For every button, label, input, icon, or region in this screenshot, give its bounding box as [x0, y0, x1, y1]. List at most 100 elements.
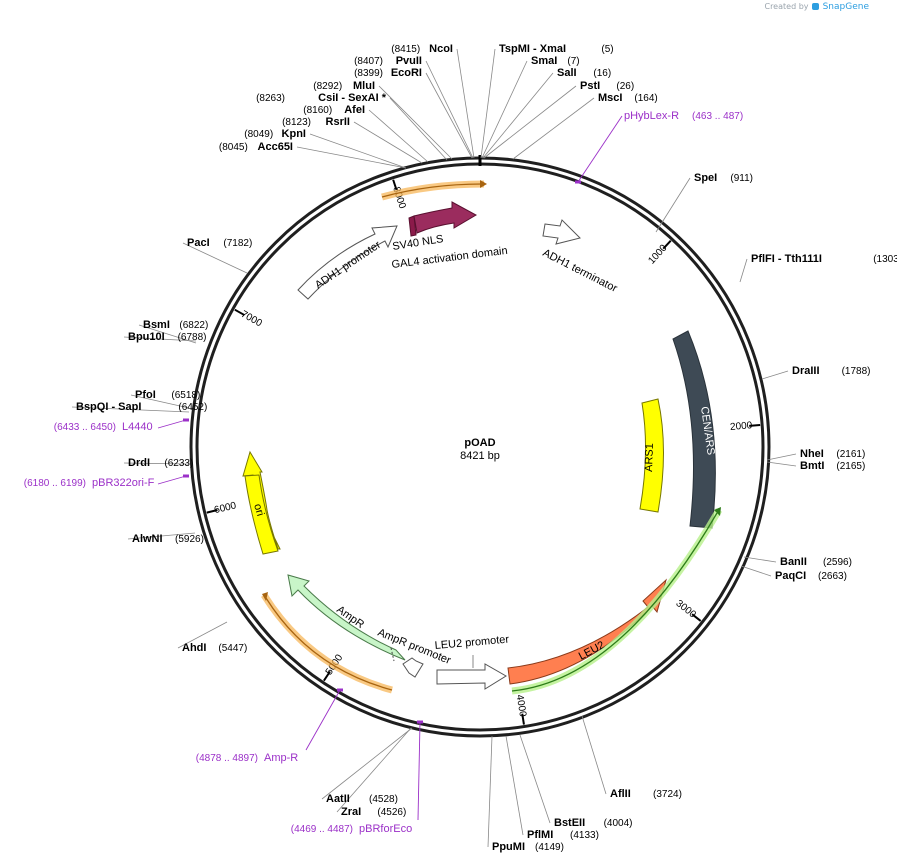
- leader-5: [368, 109, 429, 163]
- site-position: (6452): [178, 402, 207, 413]
- feature-highlight-top-line: [381, 183, 483, 198]
- primer-mark: [183, 418, 189, 422]
- feature-label-ori: ori: [251, 502, 266, 517]
- tick-label-3000: 3000: [674, 598, 699, 621]
- feature-highlight-top-arrow-icon: [480, 180, 487, 188]
- site-aatii: AatII(4528): [326, 793, 398, 805]
- site-position: (26): [616, 81, 634, 92]
- site-name: CsiI - SexAI *: [318, 92, 387, 104]
- tick-mark-1000: [662, 239, 672, 250]
- tick-mark-4000: [521, 713, 525, 725]
- leader-21: [581, 715, 607, 795]
- leader-3: [378, 85, 453, 160]
- site-name: AhdI: [182, 642, 206, 654]
- snapgene-credit: Created by SnapGene: [764, 2, 869, 12]
- site-position: (2663): [818, 571, 847, 582]
- primer-leader: [305, 689, 341, 751]
- primer-mark: [417, 720, 423, 724]
- primer-name: Amp-R: [264, 752, 298, 764]
- feature-cen-ars: [672, 330, 716, 529]
- site-name: SmaI: [531, 55, 557, 67]
- feature-adh1-promoter: [297, 225, 398, 300]
- site-acc65i: Acc65I(8045): [219, 141, 293, 153]
- primer-mark: [575, 180, 581, 184]
- site-tspmi: TspMI - XmaI(5): [499, 43, 614, 55]
- site-banii: BanII (2596): [780, 556, 852, 568]
- site-position: (8407): [354, 56, 383, 67]
- primer-range: (4469 .. 4487): [291, 824, 353, 835]
- site-sali: SalI(16): [557, 67, 611, 79]
- leader-10: [481, 60, 528, 159]
- site-position: (7182): [223, 238, 252, 249]
- primer-name: pBR322ori-F: [92, 477, 155, 489]
- site-position: (2161): [836, 449, 865, 460]
- site-position: (8292): [313, 81, 342, 92]
- site-name: SpeI: [694, 172, 717, 184]
- site-position: (8160): [303, 105, 332, 116]
- site-position: (8045): [219, 142, 248, 153]
- site-name: TspMI - XmaI: [499, 43, 566, 55]
- feature-sv40-nls: [408, 215, 417, 237]
- primer-amp-r: (4878 .. 4897) Amp-R: [196, 688, 343, 764]
- site-name: PfoI: [135, 389, 156, 401]
- plasmid-name: pOAD: [464, 437, 495, 449]
- site-position: (8415): [391, 44, 420, 55]
- site-drdi: DrdI(6233): [128, 457, 193, 469]
- primer-range: (463 .. 487): [692, 111, 743, 122]
- feature-leu2: [507, 578, 667, 685]
- site-pflmi: PflMI(4133): [527, 829, 599, 841]
- site-position: (5926): [175, 534, 204, 545]
- primer-pbr322ori-f: (6180 .. 6199) pBR322ori-F: [24, 474, 189, 489]
- site-name: DraIII: [792, 365, 820, 377]
- site-position: (5447): [218, 643, 247, 654]
- leader-28: [127, 532, 196, 540]
- tick-mark-2000: [749, 423, 761, 427]
- site-position: (4528): [369, 794, 398, 805]
- site-position: (6822): [179, 320, 208, 331]
- tick-label-2000: 2000: [730, 420, 753, 433]
- primer-leader: [157, 475, 187, 485]
- primer-range: (6180 .. 6199): [24, 478, 86, 489]
- leader-18: [766, 461, 797, 467]
- site-name: BmtI: [800, 460, 824, 472]
- feature-leu2-promoter: [436, 663, 507, 690]
- site-spei: SpeI (911): [694, 172, 753, 184]
- credit-prefix: Created by: [764, 2, 809, 11]
- tick-mark-5000: [323, 670, 331, 682]
- site-name: BsmI: [143, 319, 170, 331]
- leader-25: [321, 727, 413, 800]
- tick-mark-7000: [234, 308, 245, 316]
- site-position: (1788): [842, 366, 871, 377]
- feature-ampr: [287, 574, 406, 661]
- tick-mark-8000: [392, 179, 398, 191]
- leader-29: [123, 462, 190, 465]
- site-name: AlwNI: [132, 533, 163, 545]
- leader-13: [512, 97, 595, 160]
- primer-mark: [337, 688, 343, 692]
- site-name: BstEII: [554, 817, 585, 829]
- feature-label-leu2-promoter: LEU2 promoter: [434, 634, 510, 652]
- site-position: (2165): [836, 461, 865, 472]
- primer-leader: [157, 419, 187, 429]
- site-position: (8399): [354, 68, 383, 79]
- site-alwni: AlwNI (5926): [132, 533, 204, 545]
- site-position: (4004): [604, 818, 633, 829]
- site-position: (8263): [256, 93, 285, 104]
- site-position: (2596): [823, 557, 852, 568]
- site-labels: NcoI(8415)PvuII(8407)EcoRI(8399)MluI(829…: [24, 43, 897, 853]
- primer-range: (4878 .. 4897): [196, 753, 258, 764]
- feature-label-adh1-promoter: ADH1 promoter: [313, 239, 383, 292]
- site-position: (911): [730, 173, 753, 184]
- site-nhei: NheI(2161): [800, 448, 865, 460]
- site-name: PpuMI: [492, 841, 525, 853]
- credit-brand: SnapGene: [822, 2, 869, 12]
- leader-22: [519, 734, 551, 824]
- leader-20: [740, 565, 772, 577]
- site-name: KpnI: [282, 128, 306, 140]
- tick-label-4000: 4000: [514, 694, 528, 718]
- feature-highlight-leu2-arrow-icon: [714, 507, 721, 516]
- primer-pbrforeco: (4469 .. 4487)pBRforEco: [291, 720, 423, 835]
- site-bspqi: BspQI - SapI(6452): [76, 401, 207, 413]
- site-name: BanII: [780, 556, 807, 568]
